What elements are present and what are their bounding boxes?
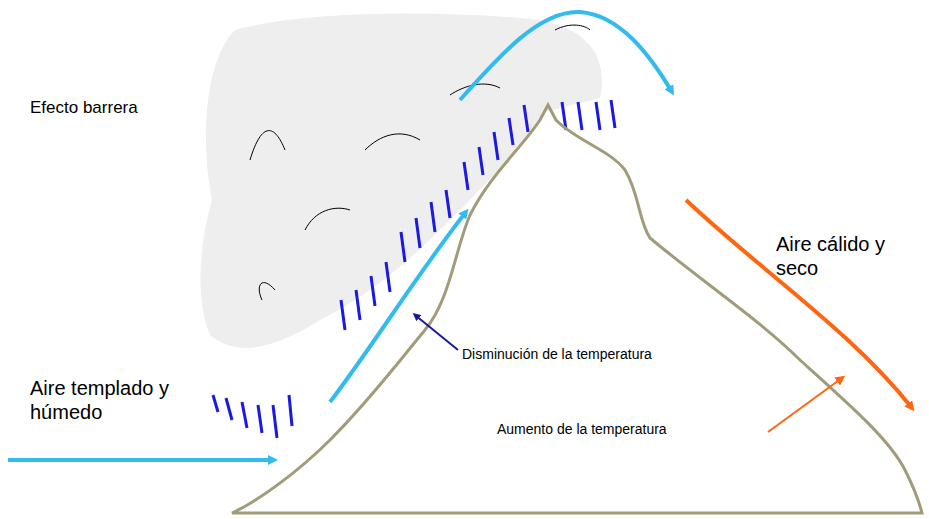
region-label: Efecto barrera	[30, 98, 200, 118]
leader-line	[415, 315, 458, 350]
warm-air-arrow	[686, 200, 912, 408]
process-label: Disminución de la temperatura	[462, 346, 782, 363]
air-label: Aire templado y húmedo	[30, 376, 210, 424]
air-flow-arrows	[8, 12, 672, 460]
leader-line	[768, 378, 842, 432]
cloud-marks	[250, 25, 590, 300]
process-label: Aumento de la temperatura	[497, 421, 797, 438]
cloud	[200, 14, 601, 348]
air-label: Aire cálido y seco	[776, 232, 896, 280]
mountain	[232, 105, 922, 513]
rain	[213, 100, 615, 438]
